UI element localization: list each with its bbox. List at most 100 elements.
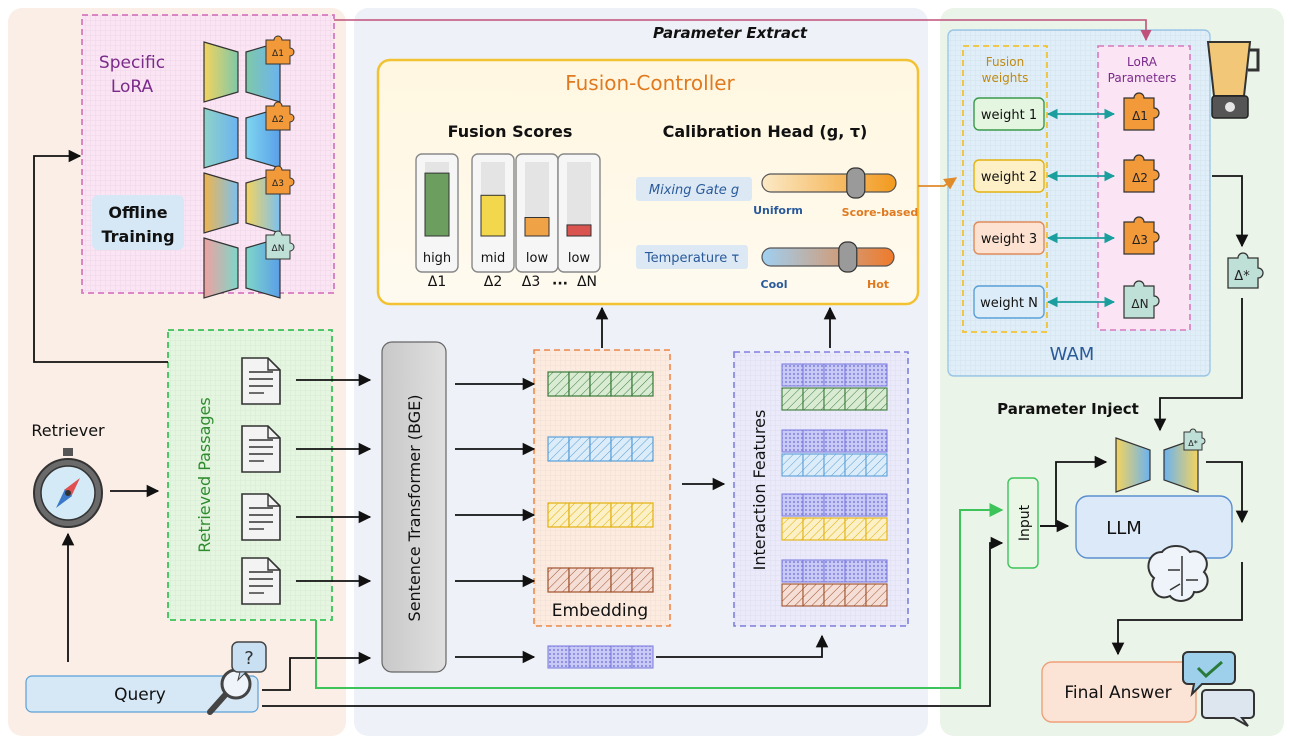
lora-delta-label-3: Δ3 [272,179,284,189]
lora-param-label: Δ2 [1132,171,1148,185]
specific-lora-label-1: Specific [99,53,165,73]
input-box[interactable] [1007,477,1039,569]
puzzle-icon: Δ3 [265,165,295,195]
query-vector-cell [547,645,570,669]
temperature-label-bg [636,245,748,269]
score-bar-fill [424,172,450,237]
score-bar-fill [480,194,506,237]
lora-parameters-label-2: Parameters [1108,71,1177,85]
magnifier-icon [207,641,267,715]
llm-box [1075,495,1233,559]
fusion-weight-box [973,159,1045,193]
interaction-feature-vector [781,493,888,517]
score-bar-fill [566,224,592,237]
fusion-controller-title: Fusion-Controller [565,71,735,95]
offline-training-label-1: Offline [108,203,167,222]
query-vector-cell [631,645,654,669]
query-embedding-vector [547,645,654,669]
puzzle-icon: ΔN [265,230,295,260]
score-bar-delta: Δ1 [428,274,446,290]
final-answer-label: Final Answer [1064,683,1171,703]
compass-icon [33,448,103,528]
fusion-weight-label: weight 2 [981,170,1037,185]
final-answer-box [1041,661,1197,723]
lora-param-label: Δ3 [1132,233,1148,247]
lora-delta-label-2: Δ2 [272,115,284,125]
offline-training-box [92,195,184,250]
query-question-mark: ? [244,648,254,669]
interaction-feature-vector [781,429,888,453]
chat-check-icon [1182,651,1255,727]
llm-label: LLM [1106,518,1142,539]
document-icon [241,425,281,473]
embedding-vector [547,502,654,528]
lora-param-label: ΔN [1131,297,1148,311]
dots-label: ··· [552,276,568,292]
score-bar-label: low [526,251,549,266]
embedding-vector [547,371,654,397]
query-box[interactable] [25,675,259,713]
score-bar-delta: ΔN [577,274,597,290]
document-icon [241,557,281,605]
specific-lora-label-2: LoRA [111,77,154,97]
mixing-gate-right-label: Score-based [842,206,919,219]
temperature-label: Temperature τ [644,251,739,266]
score-bar-label: high [423,251,451,266]
mixing-gate-thumb[interactable] [846,167,866,199]
interaction-feature-vector [781,517,888,541]
fusion-weights-label-1: Fusion [986,55,1024,69]
embedding-label: Embedding [552,601,648,621]
fusion-weight-box [973,221,1045,255]
fusion-weights-box [962,45,1048,333]
merged-delta-label: Δ* [1234,269,1250,284]
document-icon [241,357,281,405]
blender-icon [1206,41,1260,119]
connectors [33,149,1249,707]
mixing-gate-left-label: Uniform [753,204,803,217]
merged-delta-puzzle-icon [1227,252,1264,289]
temperature-left-label: Cool [761,278,788,291]
lora-delta-label-4: ΔN [272,244,285,254]
score-bar-label: low [568,251,591,266]
interaction-feature-vector [781,363,888,387]
fusion-weight-label: weight 1 [981,108,1037,123]
score-bar-delta: Δ3 [522,274,540,290]
query-vector-cell [568,645,591,669]
fusion-weight-box [973,285,1045,319]
lora-param-puzzle-icon [1123,92,1160,131]
green-connector [315,503,1004,689]
retrieved-passages-label: Retrieved Passages [195,397,214,552]
sentence-transformer-label: Sentence Transformer (BGE) [405,395,424,622]
controller-to-wam-connector [918,177,958,190]
lora-delta-label-1: Δ1 [272,49,284,59]
mixing-gate-label: Mixing Gate g [649,183,739,198]
lora-parameters-label-1: LoRA [1127,55,1158,69]
score-bar-fill [524,217,550,237]
inject-delta-label: Δ* [1188,439,1197,448]
fusion-scores-title: Fusion Scores [448,122,573,141]
mixing-gate-label-bg [636,177,752,201]
score-bar-delta: Δ2 [484,274,502,290]
lora-param-label: Δ1 [1132,109,1148,123]
fusion-weight-label: weight 3 [981,232,1037,247]
lora-param-puzzle-icon [1123,216,1160,255]
brain-icon [1147,545,1209,602]
parameter-extract-title: Parameter Extract [653,24,808,42]
embedding-vector [547,567,654,593]
mixing-gate-slider[interactable] [761,167,897,199]
interaction-feature-vectors [781,363,888,607]
temperature-slider[interactable] [761,241,895,273]
sentence-transformer-box [381,341,447,673]
query-vector-cell [589,645,612,669]
calibration-head-title: Calibration Head (g, τ) [663,122,868,141]
temperature-thumb[interactable] [838,241,858,273]
interaction-feature-vector [781,583,888,607]
puzzle-icon: Δ1 [265,35,295,65]
retriever-label: Retriever [31,421,105,440]
interaction-features-label: Interaction Features [750,410,769,571]
wam-label: WAM [1050,344,1095,365]
parameter-extract-connector [334,19,1152,42]
